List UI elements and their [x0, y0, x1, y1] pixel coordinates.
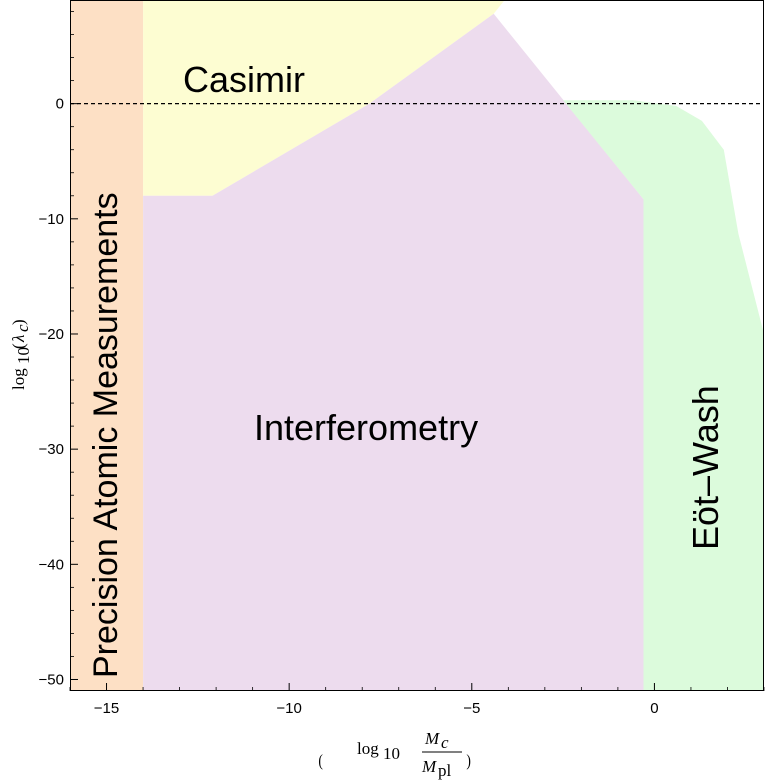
y-tick-label: −40	[39, 556, 64, 573]
y-tick-label: −30	[39, 441, 64, 458]
regions-layer	[70, 0, 764, 692]
svg-text:pl: pl	[438, 761, 452, 780]
svg-text:): )	[466, 752, 471, 771]
y-axis-ticks: 0 −10 −20 −30 −40 −50	[39, 11, 78, 688]
region-label-interferometry: Interferometry	[254, 407, 478, 448]
plot-frame	[70, 0, 764, 691]
svg-text:M: M	[424, 729, 440, 748]
svg-text:c: c	[13, 324, 32, 332]
x-axis-ticks: −15 −10 −5 0	[69, 683, 765, 717]
y-tick-label: 0	[56, 96, 64, 113]
x-tick-label: 0	[650, 700, 658, 717]
svg-text:): )	[9, 319, 28, 325]
svg-text:λ: λ	[9, 335, 28, 343]
svg-text:log: log	[357, 739, 379, 758]
y-axis-label: log 10 ( λ c )	[9, 319, 33, 390]
region-e-t-wash	[563, 100, 764, 691]
x-tick-label: −10	[276, 700, 301, 717]
x-tick-label: −15	[94, 700, 119, 717]
region-precision-atomic-measurements	[70, 0, 144, 691]
svg-text:(: (	[318, 752, 323, 771]
x-tick-label: −5	[463, 700, 480, 717]
region-label-eot-wash: Eöt–Wash	[685, 385, 726, 550]
region-label-casimir: Casimir	[183, 59, 305, 100]
y-tick-label: −20	[39, 326, 64, 343]
svg-text:10: 10	[383, 744, 400, 763]
svg-text:(: (	[9, 343, 28, 349]
y-tick-label: −50	[39, 671, 64, 688]
y-tick-label: −10	[39, 211, 64, 228]
svg-text:c: c	[441, 733, 449, 752]
region-interferometry	[143, 13, 644, 692]
region-label-precision-atomic: Precision Atomic Measurements	[87, 192, 125, 678]
svg-text:log: log	[9, 368, 28, 390]
svg-text:10: 10	[14, 347, 33, 364]
x-axis-label: log 10 ( M c M pl )	[318, 729, 471, 780]
svg-text:M: M	[421, 757, 437, 776]
region-casimir	[143, 0, 505, 196]
